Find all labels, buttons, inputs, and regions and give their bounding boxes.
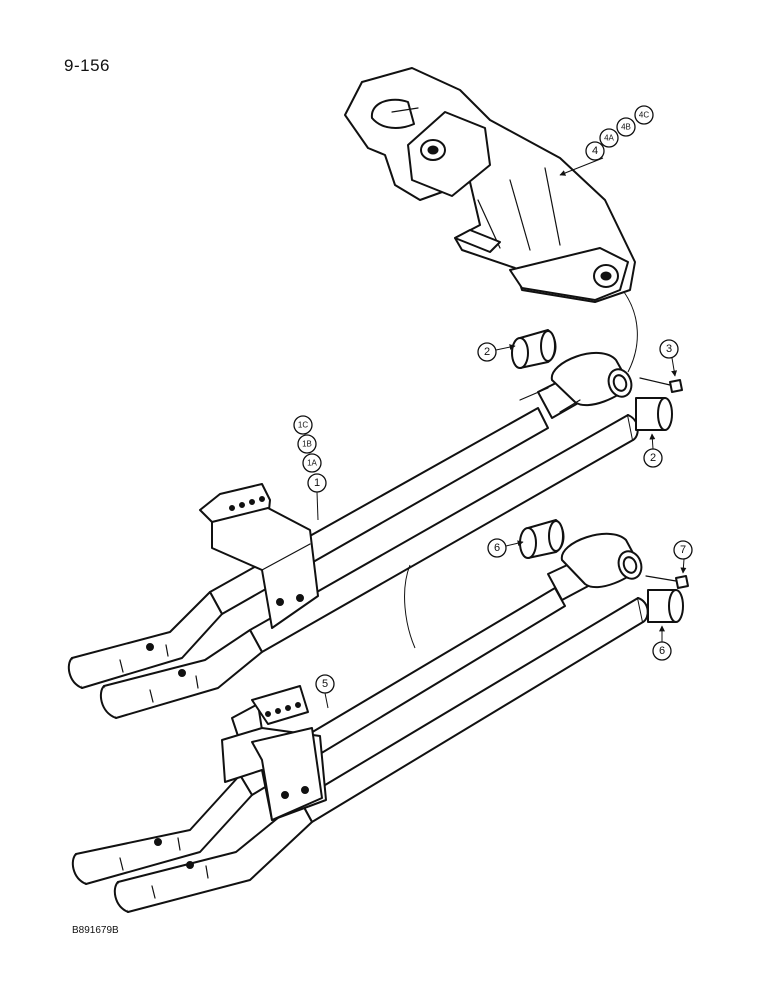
svg-text:1C: 1C xyxy=(298,421,308,430)
callout-6-lower-inner: 6 xyxy=(487,538,507,558)
grease-fitting-upper xyxy=(639,377,683,393)
bushing-upper-inner xyxy=(511,329,557,369)
svg-text:4A: 4A xyxy=(604,134,614,143)
svg-text:6: 6 xyxy=(659,645,665,657)
callout-5: 5 xyxy=(315,674,335,694)
svg-text:1: 1 xyxy=(314,477,320,489)
callout-1c: 1C xyxy=(293,415,313,435)
drawing-code: B891679B xyxy=(72,925,119,936)
callout-1b: 1B xyxy=(297,434,317,454)
callout-2-upper-outer: 2 xyxy=(643,448,663,468)
svg-text:4: 4 xyxy=(592,145,598,157)
svg-text:5: 5 xyxy=(322,678,328,690)
lower-arm-assembly xyxy=(71,532,649,913)
upper-arm-assembly xyxy=(67,351,639,719)
callout-6-lower-outer: 6 xyxy=(652,641,672,661)
page-number: 9-156 xyxy=(64,56,110,75)
bushing-lower-outer xyxy=(647,589,684,623)
grease-fitting-lower xyxy=(645,575,689,589)
svg-text:1A: 1A xyxy=(307,459,317,468)
callout-1: 1 xyxy=(307,473,327,493)
svg-text:6: 6 xyxy=(494,542,500,554)
bushing-upper-outer xyxy=(635,397,673,431)
svg-text:4B: 4B xyxy=(621,123,631,132)
svg-text:1B: 1B xyxy=(302,440,312,449)
svg-text:2: 2 xyxy=(484,346,490,358)
callout-1a: 1A xyxy=(302,453,322,473)
support-bracket xyxy=(344,67,636,303)
callout-4a: 4A xyxy=(599,128,619,148)
callout-4c: 4C xyxy=(634,105,654,125)
callout-7: 7 xyxy=(673,540,693,560)
svg-text:3: 3 xyxy=(666,343,672,355)
bushing-lower-inner xyxy=(519,519,565,559)
callout-4b: 4B xyxy=(616,117,636,137)
svg-text:4C: 4C xyxy=(639,111,649,120)
callout-3: 3 xyxy=(659,339,679,359)
svg-text:7: 7 xyxy=(680,544,686,556)
callout-2-upper-inner: 2 xyxy=(477,342,497,362)
svg-text:2: 2 xyxy=(650,452,656,464)
callout-4: 4 xyxy=(585,141,605,161)
